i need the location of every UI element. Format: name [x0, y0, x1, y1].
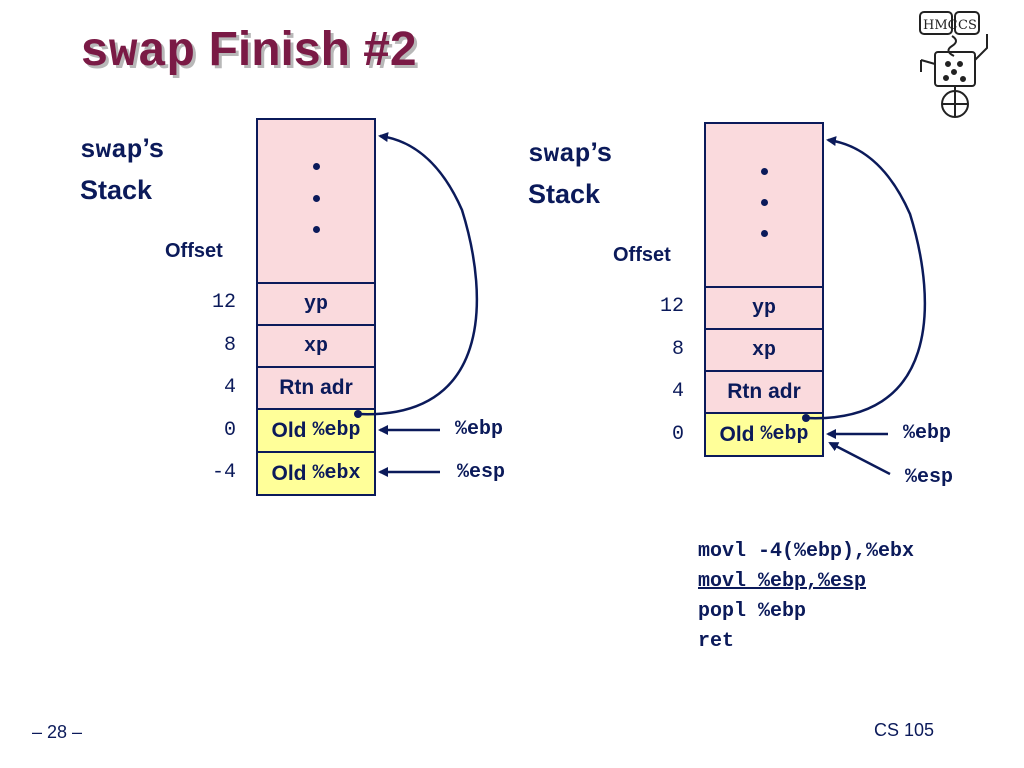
svg-text:HMC: HMC [923, 18, 958, 33]
course-label: CS 105 [874, 720, 935, 740]
left-stack-title: swap’s Stack [80, 128, 164, 210]
code-line: ret [698, 627, 914, 657]
left-cell-rtn-adr-label: Rtn adr [279, 376, 353, 399]
right-stack-title-word: Stack [528, 179, 601, 209]
code-line-text: ret [698, 630, 735, 653]
left-stack-title-suffix: ’s [142, 133, 164, 163]
right-stack-title-suffix: ’s [590, 137, 612, 167]
right-cell-old-ebp-word: Old [719, 422, 755, 446]
left-cell-xp: xp [256, 324, 376, 368]
right-cell-yp-label: yp [751, 296, 776, 320]
left-offset-12: 12 [211, 291, 236, 314]
left-cell-old-ebx-reg: %ebx [312, 462, 361, 485]
right-cell-yp: yp [704, 286, 824, 330]
right-stack-title-code: swap [528, 139, 591, 169]
code-line-text: popl %ebp [698, 600, 807, 623]
slide-title: swap Finish #2 [80, 22, 417, 80]
left-offset-8: 8 [223, 334, 236, 357]
left-stack-title-word: Stack [80, 175, 153, 205]
right-stack-title: swap’s Stack [528, 132, 612, 214]
left-cell-old-ebp-reg: %ebp [312, 419, 361, 442]
right-offset-12: 12 [659, 295, 684, 318]
right-cell-old-ebp-reg: %ebp [760, 423, 809, 446]
left-offset-4: 4 [223, 376, 236, 399]
right-ellipsis-dot [761, 199, 768, 206]
right-cell-rtn-adr: Rtn adr [704, 370, 824, 414]
left-cell-old-ebx: Old%ebx [256, 451, 376, 496]
svg-text:CS: CS [958, 18, 977, 33]
right-register-ebp: %ebp [903, 422, 952, 445]
right-offset-8: 8 [671, 338, 684, 361]
right-ellipsis-dot [761, 230, 768, 237]
code-line-highlighted: movl %ebp,%esp [698, 567, 914, 597]
right-offset-4: 4 [671, 380, 684, 403]
code-line: popl %ebp [698, 597, 914, 627]
page-number: – 28 – [32, 722, 83, 742]
slide-title-rest: Finish #2 [208, 23, 417, 76]
left-cell-rtn-adr: Rtn adr [256, 366, 376, 410]
left-ellipsis-dot [313, 163, 320, 170]
code-line: movl -4(%ebp),%ebx [698, 537, 914, 567]
left-ellipsis-dot [313, 226, 320, 233]
right-register-esp: %esp [905, 466, 954, 489]
right-ellipsis-dot [761, 168, 768, 175]
code-line-text: movl %ebp,%esp [698, 570, 867, 593]
left-cell-old-ebp-word: Old [271, 418, 307, 442]
slide-title-code: swap [80, 26, 196, 80]
code-listing: movl -4(%ebp),%ebx movl %ebp,%esp popl %… [698, 537, 914, 657]
left-offset-minus4: -4 [211, 461, 236, 484]
code-line-text: movl -4(%ebp),%ebx [698, 540, 915, 563]
left-cell-yp-label: yp [303, 292, 328, 316]
left-offset-header: Offset [165, 240, 223, 262]
left-register-esp: %esp [457, 461, 506, 484]
left-register-ebp: %ebp [455, 418, 504, 441]
right-offset-header: Offset [613, 244, 671, 266]
right-cell-rtn-adr-label: Rtn adr [727, 380, 801, 403]
right-offset-0: 0 [671, 423, 684, 446]
right-cell-old-ebp: Old%ebp [704, 412, 824, 457]
right-esp-arrow [828, 441, 891, 476]
left-cell-old-ebx-word: Old [271, 461, 307, 485]
right-cell-xp-label: xp [751, 338, 776, 362]
left-offset-0: 0 [223, 419, 236, 442]
left-cell-old-ebp: Old%ebp [256, 408, 376, 453]
hmc-cs-logo: HMC CS [919, 11, 988, 118]
left-cell-yp: yp [256, 282, 376, 326]
left-stack-title-code: swap [80, 135, 143, 165]
left-ellipsis-dot [313, 195, 320, 202]
right-cell-xp: xp [704, 328, 824, 372]
left-cell-xp-label: xp [303, 334, 328, 358]
